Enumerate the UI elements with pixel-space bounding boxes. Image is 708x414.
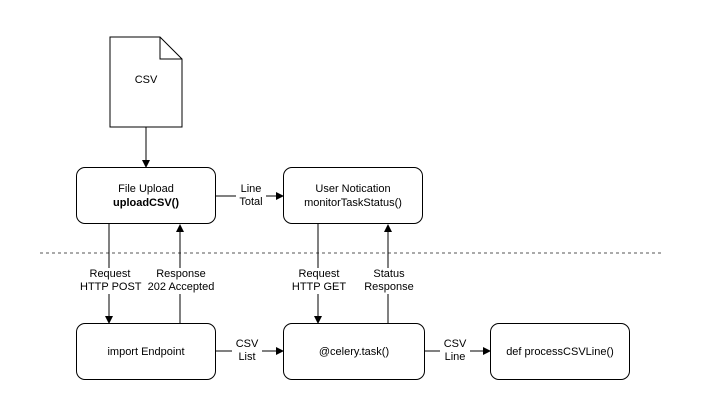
user-notification-title: User Notication — [315, 182, 391, 195]
upload-csv-function: uploadCSV() — [113, 196, 179, 209]
csv-document-label: CSV — [134, 74, 158, 86]
request-http-post-label: Request HTTP POST — [80, 268, 142, 294]
monitor-task-status-function: monitorTaskStatus() — [304, 196, 402, 209]
csv-line-label: CSV Line — [440, 338, 470, 364]
status-response-label: Status Response — [364, 268, 414, 294]
request-http-get-label: Request HTTP GET — [290, 268, 348, 294]
import-endpoint-title: import Endpoint — [107, 345, 185, 358]
response-202-accepted-label: Response 202 Accepted — [146, 268, 216, 294]
process-csv-line-box: def processCSVLine() — [490, 323, 630, 380]
file-upload-box: File Upload uploadCSV() — [76, 167, 216, 224]
celery-task-box: @celery.task() — [283, 323, 425, 380]
process-csv-line-title: def processCSVLine() — [506, 345, 614, 358]
celery-task-title: @celery.task() — [318, 345, 390, 358]
import-endpoint-box: import Endpoint — [76, 323, 216, 380]
user-notification-box: User Notication monitorTaskStatus() — [283, 167, 423, 224]
csv-list-label: CSV List — [232, 338, 262, 364]
line-total-label: Line Total — [236, 183, 266, 209]
document-fold — [159, 37, 182, 60]
file-upload-title: File Upload — [118, 182, 174, 195]
